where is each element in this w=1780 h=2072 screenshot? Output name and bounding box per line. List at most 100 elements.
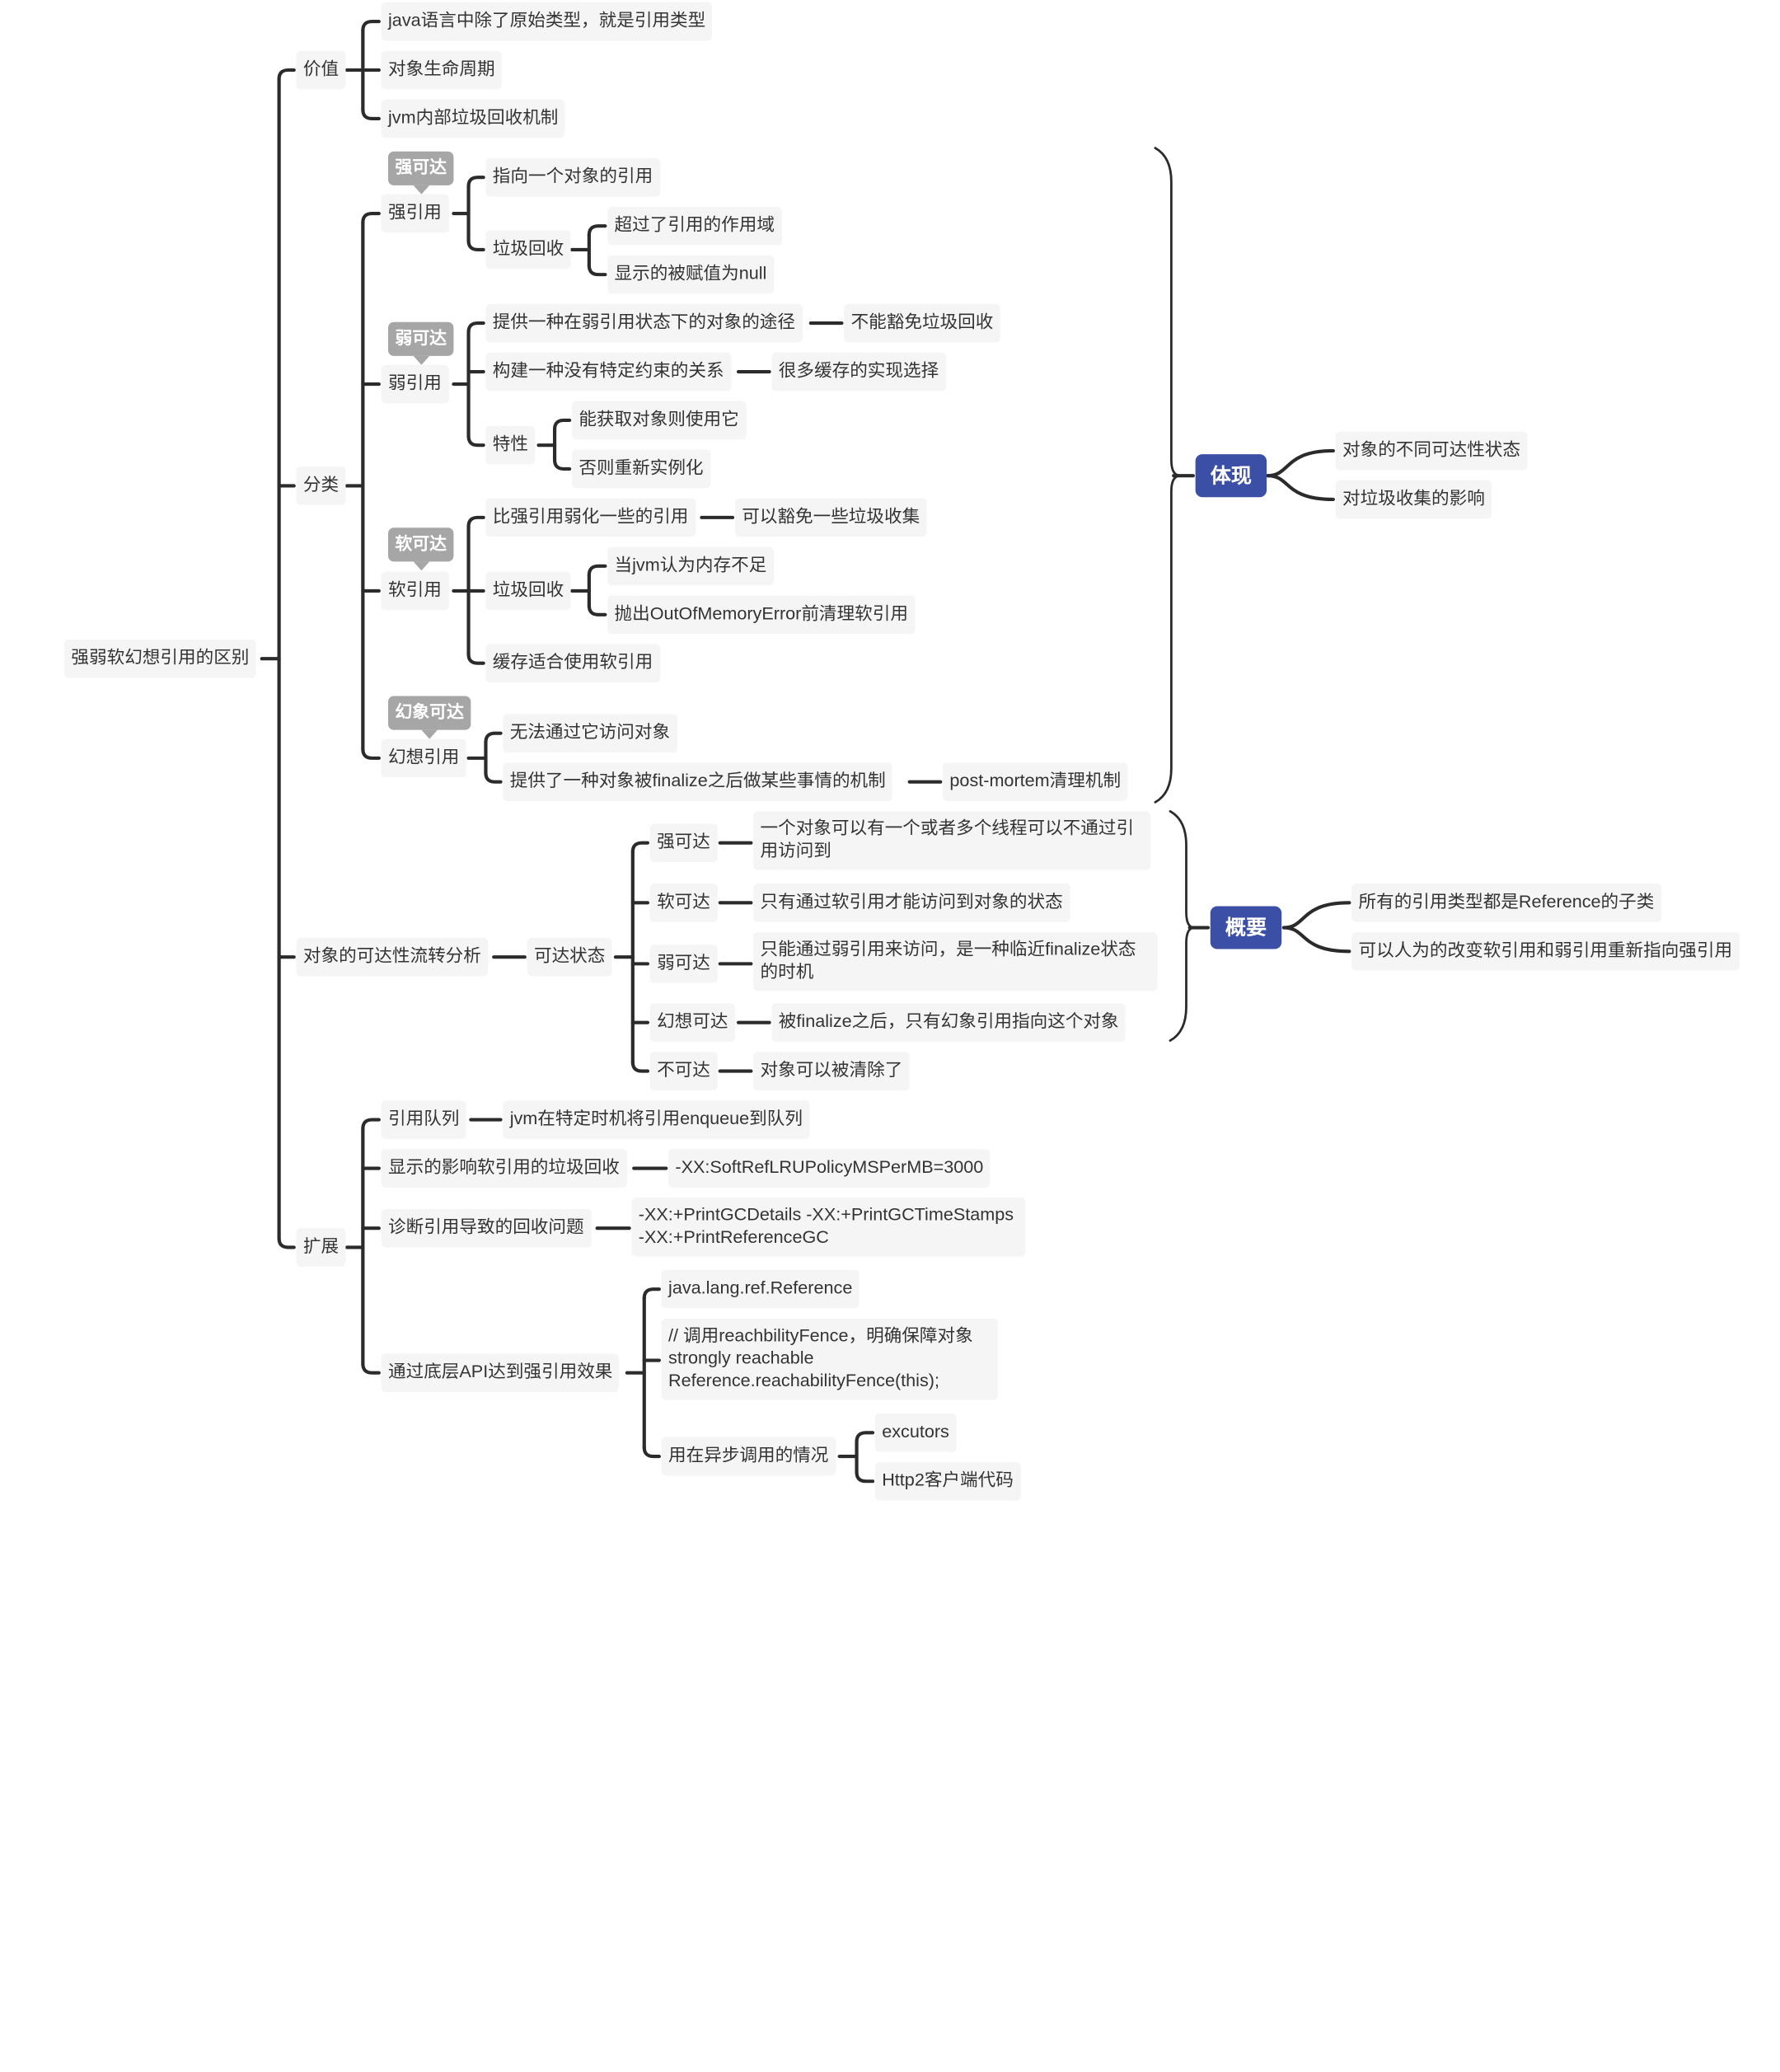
weak-trait[interactable]: 特性 — [485, 425, 536, 465]
topic-phantom-ref[interactable]: 幻想引用 — [381, 738, 466, 778]
reach-desc[interactable]: 只有通过软引用才能访问到对象的状态 — [753, 884, 1070, 922]
connector — [277, 68, 296, 82]
connector — [642, 1287, 661, 1301]
value-item[interactable]: jvm内部垃圾回收机制 — [381, 99, 565, 138]
connector — [587, 564, 607, 577]
reach-desc[interactable]: 被finalize之后，只有幻象引用指向这个对象 — [771, 1003, 1126, 1042]
soft-gc-item[interactable]: 抛出OutOfMemoryError前清理软引用 — [607, 595, 916, 635]
topic-value[interactable]: 价值 — [296, 50, 346, 90]
connector — [855, 1470, 875, 1484]
value-item[interactable]: java语言中除了原始类型，就是引用类型 — [381, 2, 713, 41]
async-item[interactable]: excutors — [874, 1413, 957, 1452]
reach-key[interactable]: 幻想可达 — [649, 1003, 735, 1042]
ext-item[interactable]: 诊断引用导致的回收问题 — [381, 1208, 591, 1248]
reach-key[interactable]: 弱可达 — [649, 945, 718, 983]
connector-lines — [260, 19, 1351, 1484]
connector — [361, 1118, 381, 1131]
tag-strong-reachable: 强可达 — [388, 151, 454, 195]
async-item[interactable]: Http2客户端代码 — [874, 1461, 1021, 1501]
tag-weak-reachable: 弱可达 — [388, 321, 454, 365]
reach-desc[interactable]: 对象可以被清除了 — [753, 1052, 910, 1090]
connector — [466, 176, 485, 189]
connector — [587, 603, 607, 616]
connector — [1281, 926, 1351, 954]
connector — [552, 457, 572, 471]
topic-reachability[interactable]: 对象的可达性流转分析 — [296, 937, 489, 977]
reach-state[interactable]: 可达状态 — [527, 937, 612, 977]
strong-gc-item[interactable]: 显示的被赋值为null — [607, 255, 774, 294]
reach-key[interactable]: 不可达 — [649, 1052, 718, 1090]
summary-embody[interactable]: 体现 — [1195, 454, 1267, 498]
topic-strong-ref[interactable]: 强引用 — [381, 194, 449, 233]
topic-category[interactable]: 分类 — [296, 466, 346, 505]
summary-item[interactable]: 对象的不同可达性状态 — [1335, 431, 1528, 471]
connector — [587, 224, 607, 237]
ext-item[interactable]: 通过底层API达到强引用效果 — [381, 1353, 620, 1392]
api-item[interactable]: // 调用reachbilityFence，明确保障对象strongly rea… — [661, 1318, 998, 1400]
connector — [466, 434, 485, 448]
connector — [361, 212, 381, 225]
weak-trait-item[interactable]: 能获取对象则使用它 — [571, 401, 747, 440]
connector — [1266, 448, 1335, 478]
phantom-point-detail[interactable]: post-mortem清理机制 — [943, 762, 1128, 801]
connector — [630, 841, 650, 854]
soft-point[interactable]: 缓存适合使用软引用 — [485, 644, 660, 683]
weak-point-detail[interactable]: 很多缓存的实现选择 — [771, 352, 946, 391]
connector — [466, 321, 485, 335]
api-async[interactable]: 用在异步调用的情况 — [661, 1437, 836, 1476]
connector — [361, 107, 381, 121]
strong-point[interactable]: 指向一个对象的引用 — [485, 157, 660, 197]
connector — [484, 731, 503, 744]
weak-point-detail[interactable]: 不能豁免垃圾回收 — [844, 303, 1000, 343]
strong-gc[interactable]: 垃圾回收 — [485, 230, 571, 270]
tag-phantom-reachable: 幻象可达 — [388, 696, 471, 739]
tag-soft-reachable: 软可达 — [388, 527, 454, 571]
weak-trait-item[interactable]: 否则重新实例化 — [571, 449, 710, 489]
value-item[interactable]: 对象生命周期 — [381, 50, 502, 90]
phantom-point[interactable]: 提供了一种对象被finalize之后做某些事情的机制 — [503, 762, 893, 801]
connector — [630, 1060, 650, 1073]
connector — [484, 771, 503, 784]
topic-soft-ref[interactable]: 软引用 — [381, 571, 449, 611]
root-topic[interactable]: 强弱软幻想引用的区别 — [64, 639, 256, 678]
summary-overview[interactable]: 概要 — [1210, 906, 1282, 949]
connector — [642, 1446, 661, 1459]
overview-item[interactable]: 所有的引用类型都是Reference的子类 — [1351, 884, 1661, 922]
connector — [466, 238, 485, 252]
strong-gc-item[interactable]: 超过了引用的作用域 — [607, 206, 782, 246]
connector — [361, 747, 381, 760]
soft-point-detail[interactable]: 可以豁免一些垃圾收集 — [734, 498, 927, 537]
connector — [552, 418, 572, 431]
connector — [466, 515, 485, 528]
ext-detail[interactable]: -XX:+PrintGCDetails -XX:+PrintGCTimeStam… — [631, 1198, 1026, 1257]
api-item[interactable]: java.lang.ref.Reference — [661, 1269, 860, 1309]
weak-point[interactable]: 提供一种在弱引用状态下的对象的途径 — [485, 303, 803, 343]
connector — [587, 264, 607, 277]
weak-point[interactable]: 构建一种没有特定约束的关系 — [485, 352, 731, 391]
topic-weak-ref[interactable]: 弱引用 — [381, 364, 449, 404]
reach-key[interactable]: 强可达 — [649, 823, 718, 862]
connector — [466, 652, 485, 665]
overview-item[interactable]: 可以人为的改变软引用和弱引用重新指向强引用 — [1351, 931, 1740, 971]
connector — [277, 1236, 296, 1249]
ext-item[interactable]: 显示的影响软引用的垃圾回收 — [381, 1149, 627, 1188]
ext-item[interactable]: 引用队列 — [381, 1100, 466, 1139]
topic-extension[interactable]: 扩展 — [296, 1228, 346, 1267]
reach-key[interactable]: 软可达 — [649, 884, 718, 922]
soft-gc[interactable]: 垃圾回收 — [485, 571, 571, 611]
connector — [1169, 809, 1195, 1042]
soft-gc-item[interactable]: 当jvm认为内存不足 — [607, 546, 774, 586]
phantom-point[interactable]: 无法通过它访问对象 — [503, 714, 677, 753]
summary-item[interactable]: 对垃圾收集的影响 — [1335, 480, 1492, 519]
connector — [1266, 474, 1335, 501]
reach-desc[interactable]: 一个对象可以有一个或者多个线程可以不通过引用访问到 — [753, 811, 1151, 870]
connector — [1281, 901, 1351, 930]
ext-detail[interactable]: -XX:SoftRefLRUPolicyMSPerMB=3000 — [668, 1149, 991, 1188]
reach-desc[interactable]: 只能通过弱引用来访问，是一种临近finalize状态的时机 — [753, 931, 1158, 991]
connector — [855, 1431, 875, 1444]
soft-point[interactable]: 比强引用弱化一些的引用 — [485, 498, 696, 537]
ext-detail[interactable]: jvm在特定时机将引用enqueue到队列 — [503, 1100, 810, 1139]
connector — [361, 19, 381, 33]
connector — [361, 1362, 381, 1375]
